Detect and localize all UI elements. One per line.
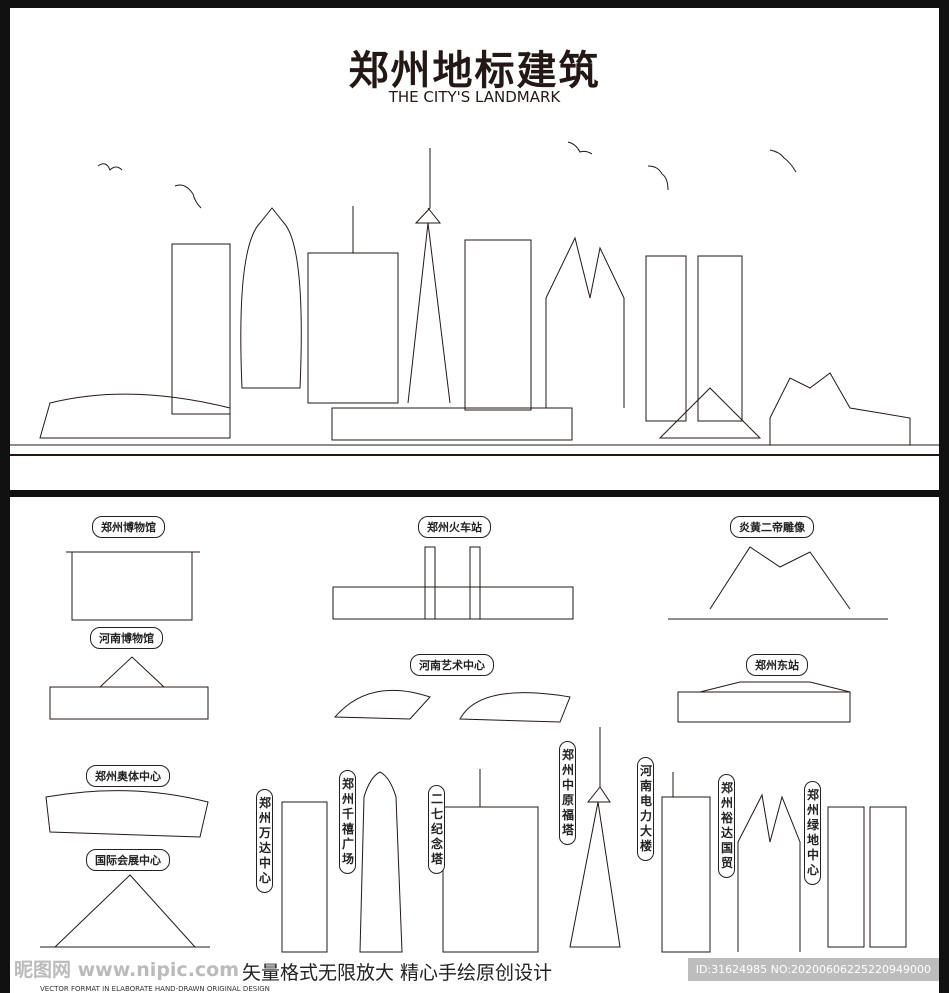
label-emperors-statue: 炎黄二帝雕像	[730, 516, 814, 538]
label-expo-center: 国际会展中心	[86, 849, 170, 871]
label-wanda-center: 郑州万达中心	[256, 789, 273, 893]
landmark-illustrations	[40, 546, 907, 953]
label-zhongyuan-tower: 郑州中原福塔	[559, 741, 576, 845]
birds	[97, 141, 797, 209]
page-subtitle: THE CITY'S LANDMARK	[388, 88, 561, 106]
label-henan-museum: 河南博物馆	[90, 627, 163, 649]
slogan: 矢量格式无限放大 精心手绘原创设计	[242, 962, 553, 984]
label-erqi-tower: 二七纪念塔	[428, 785, 445, 874]
label-zhengzhou-railway-station: 郑州火车站	[418, 516, 491, 538]
skyline-illustration	[10, 141, 939, 456]
label-zhengzhou-east-station: 郑州东站	[746, 654, 808, 676]
image-id-badge: ID:31624985 NO:20200606225220949000	[687, 958, 939, 981]
skyline-panel: 郑州地标建筑 THE CITY'S LANDMARK	[10, 8, 939, 490]
landmarks-panel: 郑州博物馆 郑州火车站 炎黄二帝雕像 河南博物馆 河南艺术中心 郑州东站 郑州奥…	[10, 497, 939, 993]
watermark: 昵图网 www.nipic.com	[14, 959, 240, 981]
label-zhengzhou-museum: 郑州博物馆	[92, 516, 165, 538]
label-olympic-center: 郑州奥体中心	[86, 765, 170, 787]
label-yuda-trade: 郑州裕达国贸	[718, 774, 735, 878]
label-power-building: 河南电力大楼	[637, 757, 654, 861]
label-qianxi-plaza: 郑州千禧广场	[339, 770, 356, 874]
slogan-english: VECTOR FORMAT IN ELABORATE HAND-DRAWN OR…	[40, 985, 270, 993]
label-greenland-center: 郑州绿地中心	[804, 781, 821, 885]
label-henan-art-center: 河南艺术中心	[410, 654, 494, 676]
page-title: 郑州地标建筑	[348, 48, 601, 94]
